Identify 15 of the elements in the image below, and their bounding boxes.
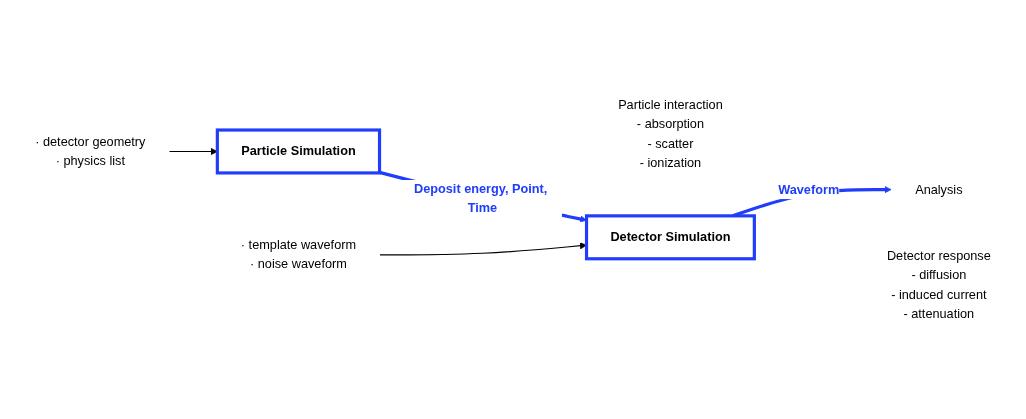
edge-label: Deposit energy, Point, Time <box>413 182 548 215</box>
node-label: - diffusion <box>911 268 967 282</box>
node-label: Detector response <box>886 249 991 263</box>
node-label: - attenuation <box>903 306 975 320</box>
node-label: - induced current <box>891 287 987 301</box>
node-box: Detector Simulation <box>584 214 756 261</box>
node-text: · detector geometry · physics list <box>35 134 146 168</box>
node-label: - absorption <box>636 117 705 131</box>
edge-label: Waveform <box>778 182 840 196</box>
node-box: Particle Simulation <box>215 128 382 175</box>
node-text: · template waveform · noise waveform <box>240 238 357 271</box>
node-label: Particle interaction <box>618 98 723 112</box>
node-label: - ionization <box>639 155 702 169</box>
node-text: Analysis <box>915 182 963 196</box>
node-label: - scatter <box>647 136 694 150</box>
